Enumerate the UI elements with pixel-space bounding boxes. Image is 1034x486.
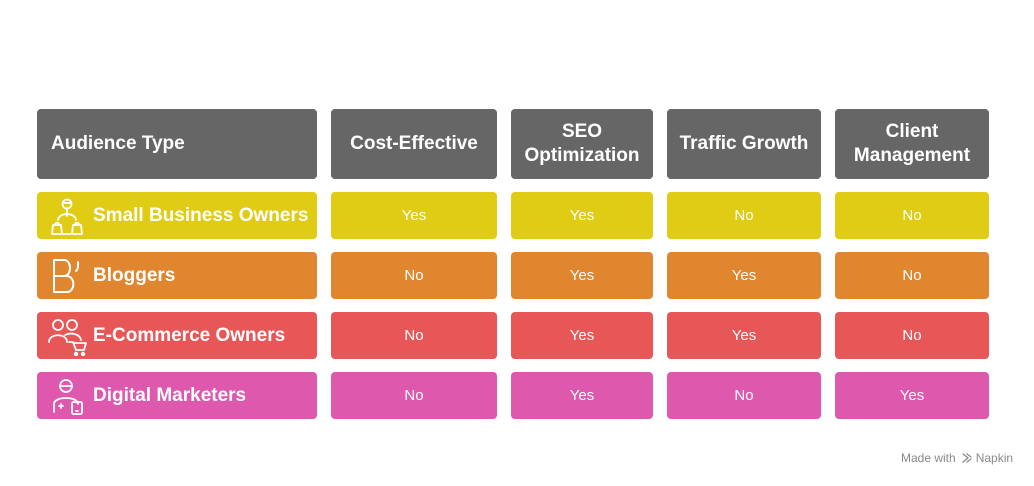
cell-bloggers-seo: Yes — [511, 252, 653, 299]
small-business-owners-icon — [51, 198, 83, 235]
cell-small-business-cost-effective: Yes — [331, 192, 497, 239]
cell-bloggers-traffic: Yes — [667, 252, 821, 299]
cell-small-business-seo: Yes — [511, 192, 653, 239]
cell-small-business-traffic: No — [667, 192, 821, 239]
digital-marketer-icon — [53, 378, 83, 415]
cell-bloggers-client: No — [835, 252, 989, 299]
cell-digital-seo: Yes — [511, 372, 653, 419]
cell-ecommerce-seo: Yes — [511, 312, 653, 359]
header-audience-type: Audience Type — [37, 109, 317, 179]
header-client-management: Client Management — [835, 109, 989, 179]
made-with-text: Made with — [901, 451, 956, 465]
cell-bloggers-cost-effective: No — [331, 252, 497, 299]
cell-ecommerce-traffic: Yes — [667, 312, 821, 359]
header-traffic-growth: Traffic Growth — [667, 109, 821, 179]
row-label-text: Small Business Owners — [93, 204, 309, 226]
row-label-digital-marketers: Digital Marketers — [37, 372, 317, 419]
row-label-small-business-owners: Small Business Owners — [37, 192, 317, 239]
blogger-icon — [53, 258, 79, 293]
ecommerce-owners-icon — [48, 318, 87, 356]
row-label-bloggers: Bloggers — [37, 252, 317, 299]
header-cost-effective: Cost-Effective — [331, 109, 497, 179]
row-label-text: E-Commerce Owners — [93, 324, 286, 346]
row-label-ecommerce-owners: E-Commerce Owners — [37, 312, 317, 359]
made-with-napkin-footer: Made with Napkin — [901, 451, 1013, 465]
cell-digital-cost-effective: No — [331, 372, 497, 419]
cell-digital-traffic: No — [667, 372, 821, 419]
row-label-text: Bloggers — [93, 264, 176, 286]
cell-small-business-client: No — [835, 192, 989, 239]
row-label-text: Digital Marketers — [93, 384, 247, 406]
napkin-logo-icon — [962, 453, 972, 463]
header-seo-optimization: SEO Optimization — [511, 109, 653, 179]
cell-digital-client: Yes — [835, 372, 989, 419]
cell-ecommerce-cost-effective: No — [331, 312, 497, 359]
napkin-brand-text: Napkin — [975, 451, 1014, 465]
cell-ecommerce-client: No — [835, 312, 989, 359]
